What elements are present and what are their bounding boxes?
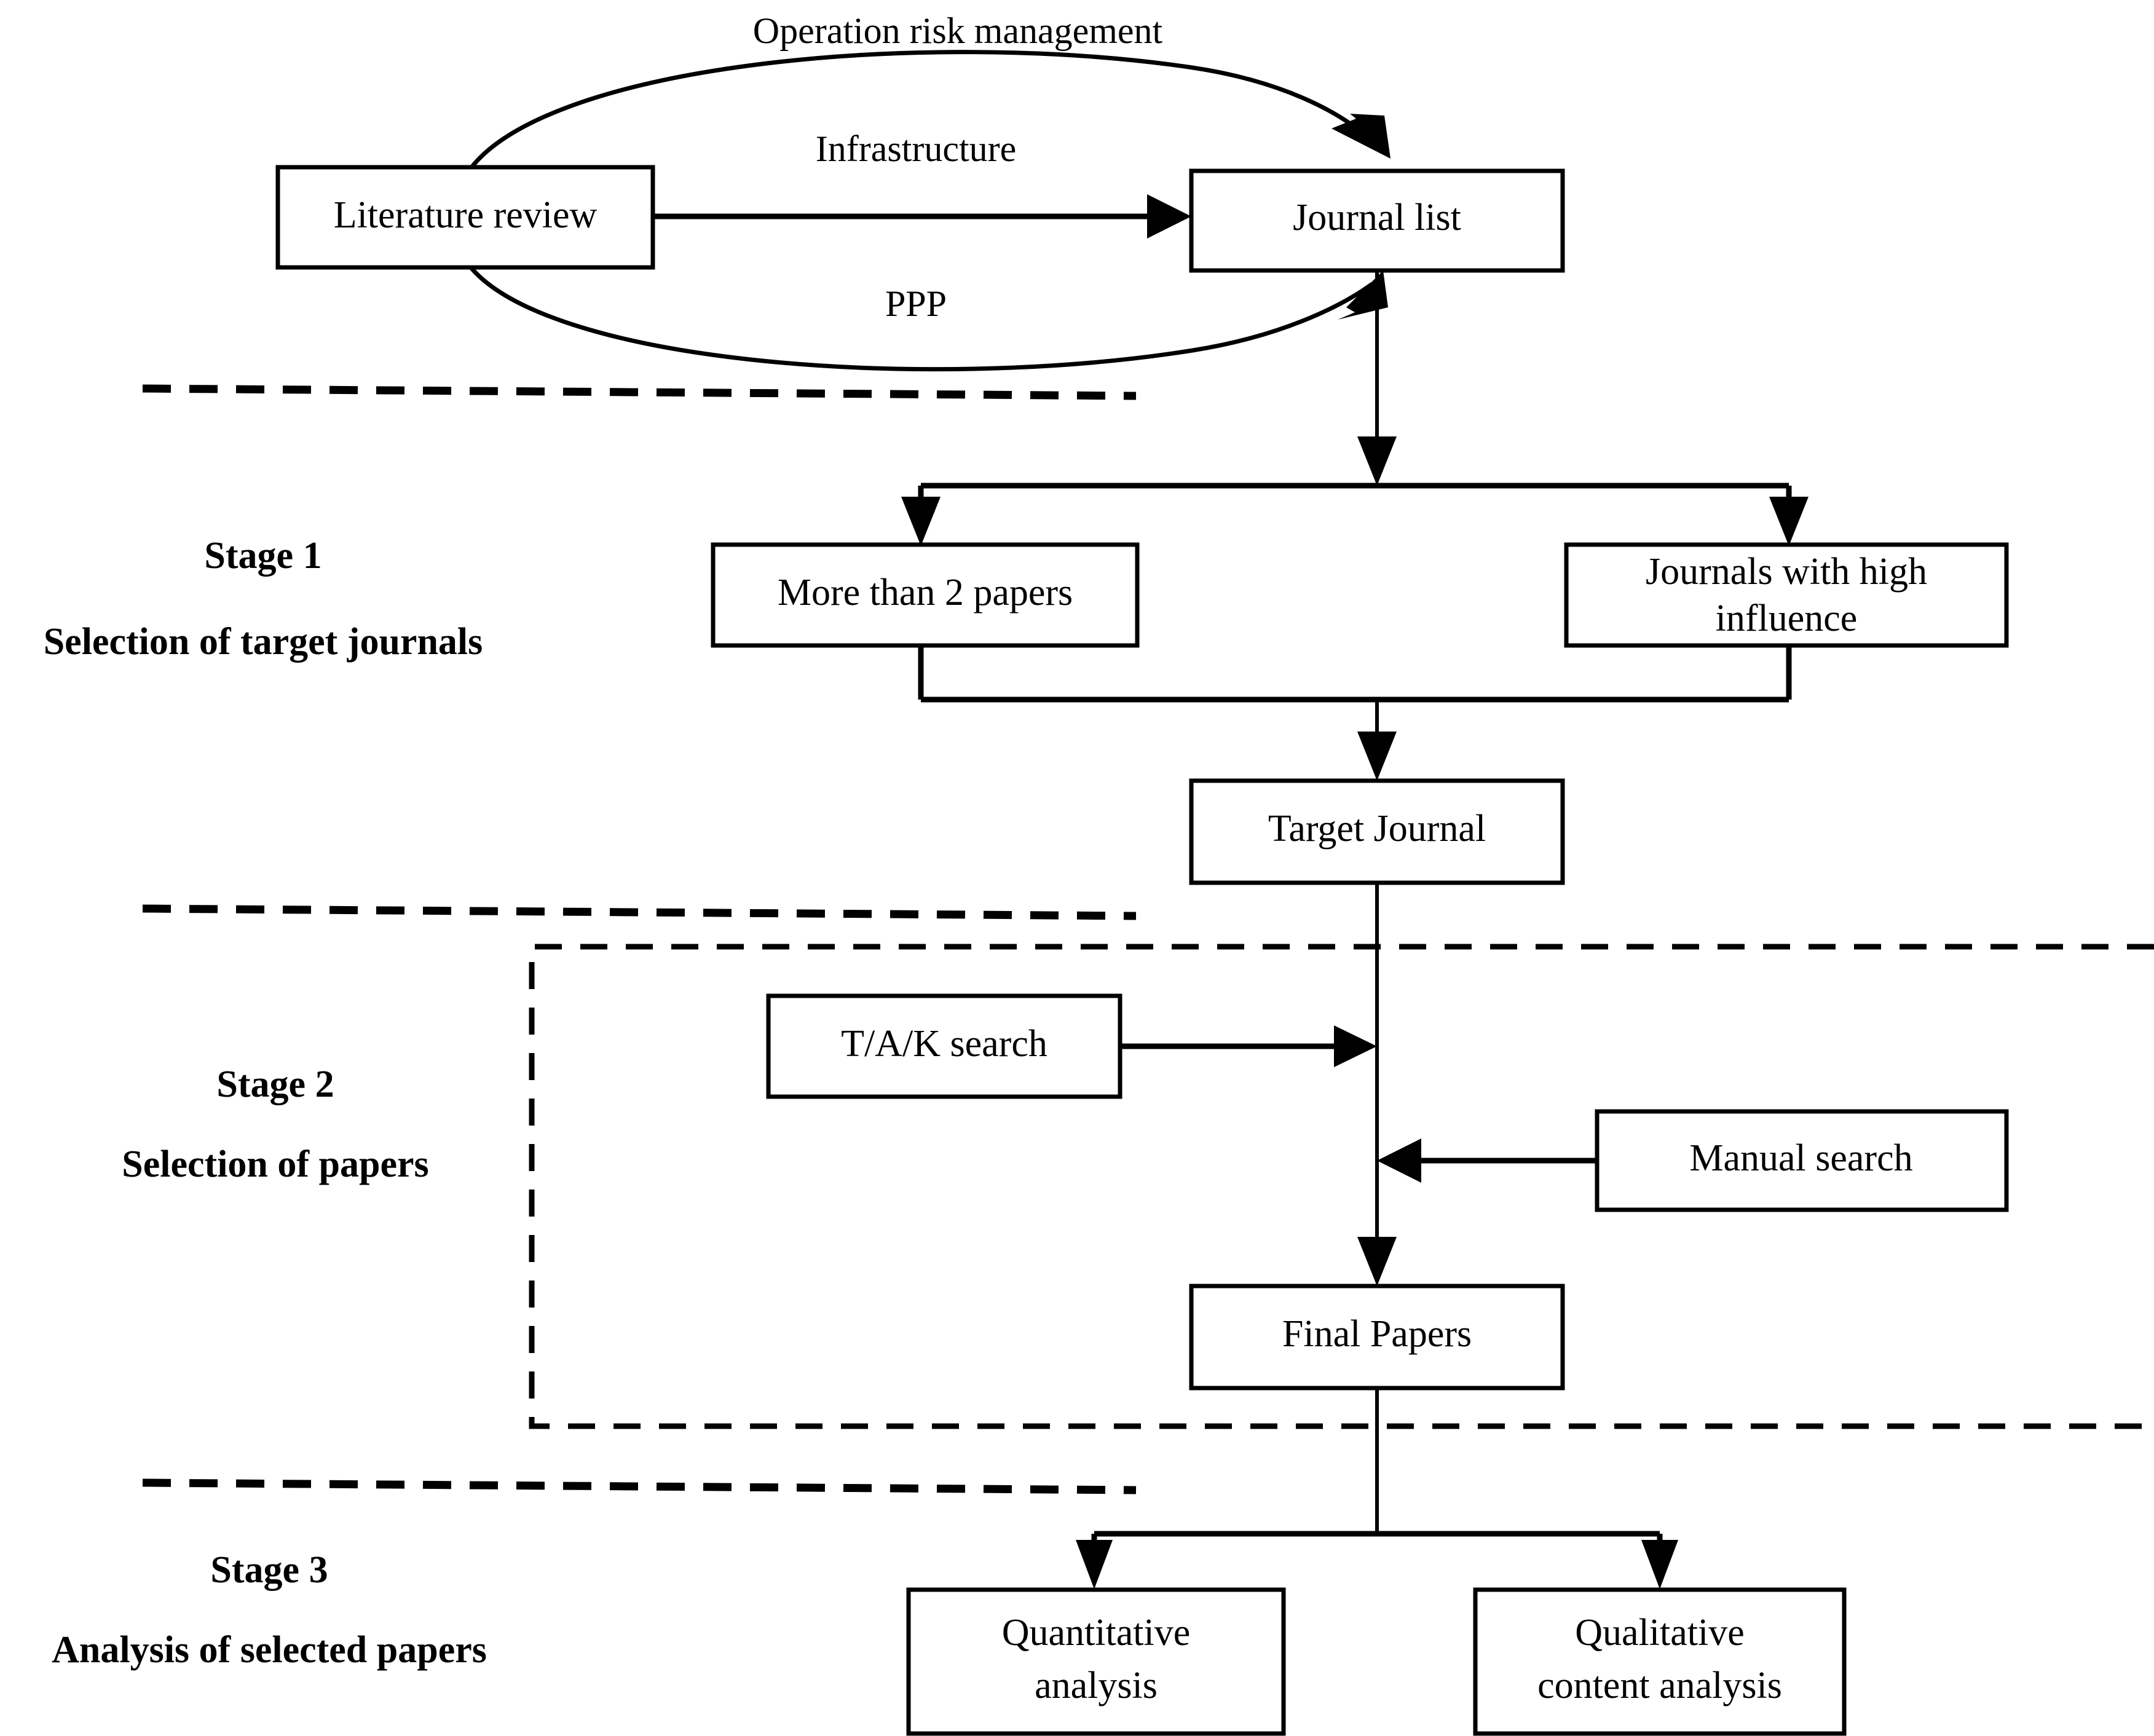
- label-ppp: PPP: [885, 283, 947, 324]
- stage-3-number: Stage 3: [210, 1549, 328, 1591]
- edge-final-to-stage3: [1076, 1388, 1678, 1589]
- stage-separator-3: [142, 1478, 1137, 1494]
- label-quantitative-line1: Quantitative: [1002, 1612, 1190, 1654]
- arrowhead-more-than-2: [901, 497, 941, 546]
- arrowhead-final-papers: [1357, 1237, 1397, 1286]
- node-more-than-2-papers[interactable]: [711, 542, 1140, 648]
- node-literature-review[interactable]: [275, 165, 655, 270]
- label-journals-high-influence-line1: Journals with high: [1646, 551, 1927, 593]
- edge-infrastructure: [653, 194, 1191, 239]
- arrowhead-high-influence: [1769, 497, 1809, 546]
- edge-manual-to-spine: [1377, 1138, 1595, 1183]
- edge-operation-risk: [462, 50, 1391, 180]
- stage-2-caption: Selection of papers: [122, 1143, 428, 1185]
- label-journals-high-influence-line2: influence: [1716, 598, 1858, 639]
- edge-target-to-final: [1357, 882, 1397, 1286]
- node-quantitative-analysis[interactable]: [906, 1587, 1286, 1736]
- stage-2-number: Stage 2: [216, 1063, 334, 1105]
- node-journal-list[interactable]: [1189, 168, 1565, 273]
- arrowhead-target-journal: [1357, 732, 1397, 781]
- arrowhead-qualitative: [1641, 1540, 1678, 1589]
- node-target-journal[interactable]: [1189, 778, 1565, 885]
- stage-separator-2: [142, 904, 1137, 920]
- label-target-journal: Target Journal: [1268, 808, 1486, 850]
- label-journal-list: Journal list: [1293, 197, 1461, 239]
- edge-tak-to-spine: [1119, 1025, 1377, 1067]
- label-qualitative-line2: content analysis: [1537, 1665, 1782, 1706]
- arrowhead-infrastructure: [1147, 194, 1191, 239]
- node-manual-search[interactable]: [1595, 1109, 2009, 1212]
- label-operation-risk-management: Operation risk management: [753, 10, 1163, 51]
- edge-fork-stage1: [901, 483, 1809, 546]
- stage2-dashed-region: [529, 944, 2154, 1429]
- arrowhead-tak-search: [1334, 1025, 1377, 1067]
- stage-separator-1: [142, 384, 1137, 400]
- edge-journal-list-down: [1357, 270, 1397, 486]
- stage-1-caption: Selection of target journals: [44, 621, 483, 663]
- node-qualitative-content-analysis[interactable]: [1473, 1587, 1847, 1736]
- arrowhead-quantitative: [1076, 1540, 1113, 1589]
- label-final-papers: Final Papers: [1282, 1313, 1472, 1355]
- arrowhead-operation-risk: [1331, 114, 1391, 159]
- label-literature-review: Literature review: [334, 194, 598, 236]
- stage-3-caption: Analysis of selected papers: [52, 1629, 487, 1671]
- arrowhead-manual-search: [1377, 1138, 1421, 1183]
- edge-merge-stage1: [918, 645, 1792, 781]
- label-quantitative-line2: analysis: [1035, 1665, 1158, 1706]
- node-journals-high-influence[interactable]: [1564, 542, 2009, 648]
- label-manual-search: Manual search: [1689, 1137, 1912, 1179]
- node-final-papers[interactable]: [1189, 1284, 1565, 1391]
- arrowhead-ppp: [1338, 270, 1388, 320]
- label-qualitative-line1: Qualitative: [1575, 1612, 1744, 1654]
- label-tak-search: T/A/K search: [841, 1023, 1047, 1065]
- arrowhead-journal-down: [1357, 436, 1397, 486]
- label-infrastructure: Infrastructure: [816, 128, 1016, 169]
- stage-1-number: Stage 1: [204, 535, 322, 577]
- label-more-than-2-papers: More than 2 papers: [778, 572, 1073, 614]
- node-tak-search[interactable]: [766, 993, 1122, 1099]
